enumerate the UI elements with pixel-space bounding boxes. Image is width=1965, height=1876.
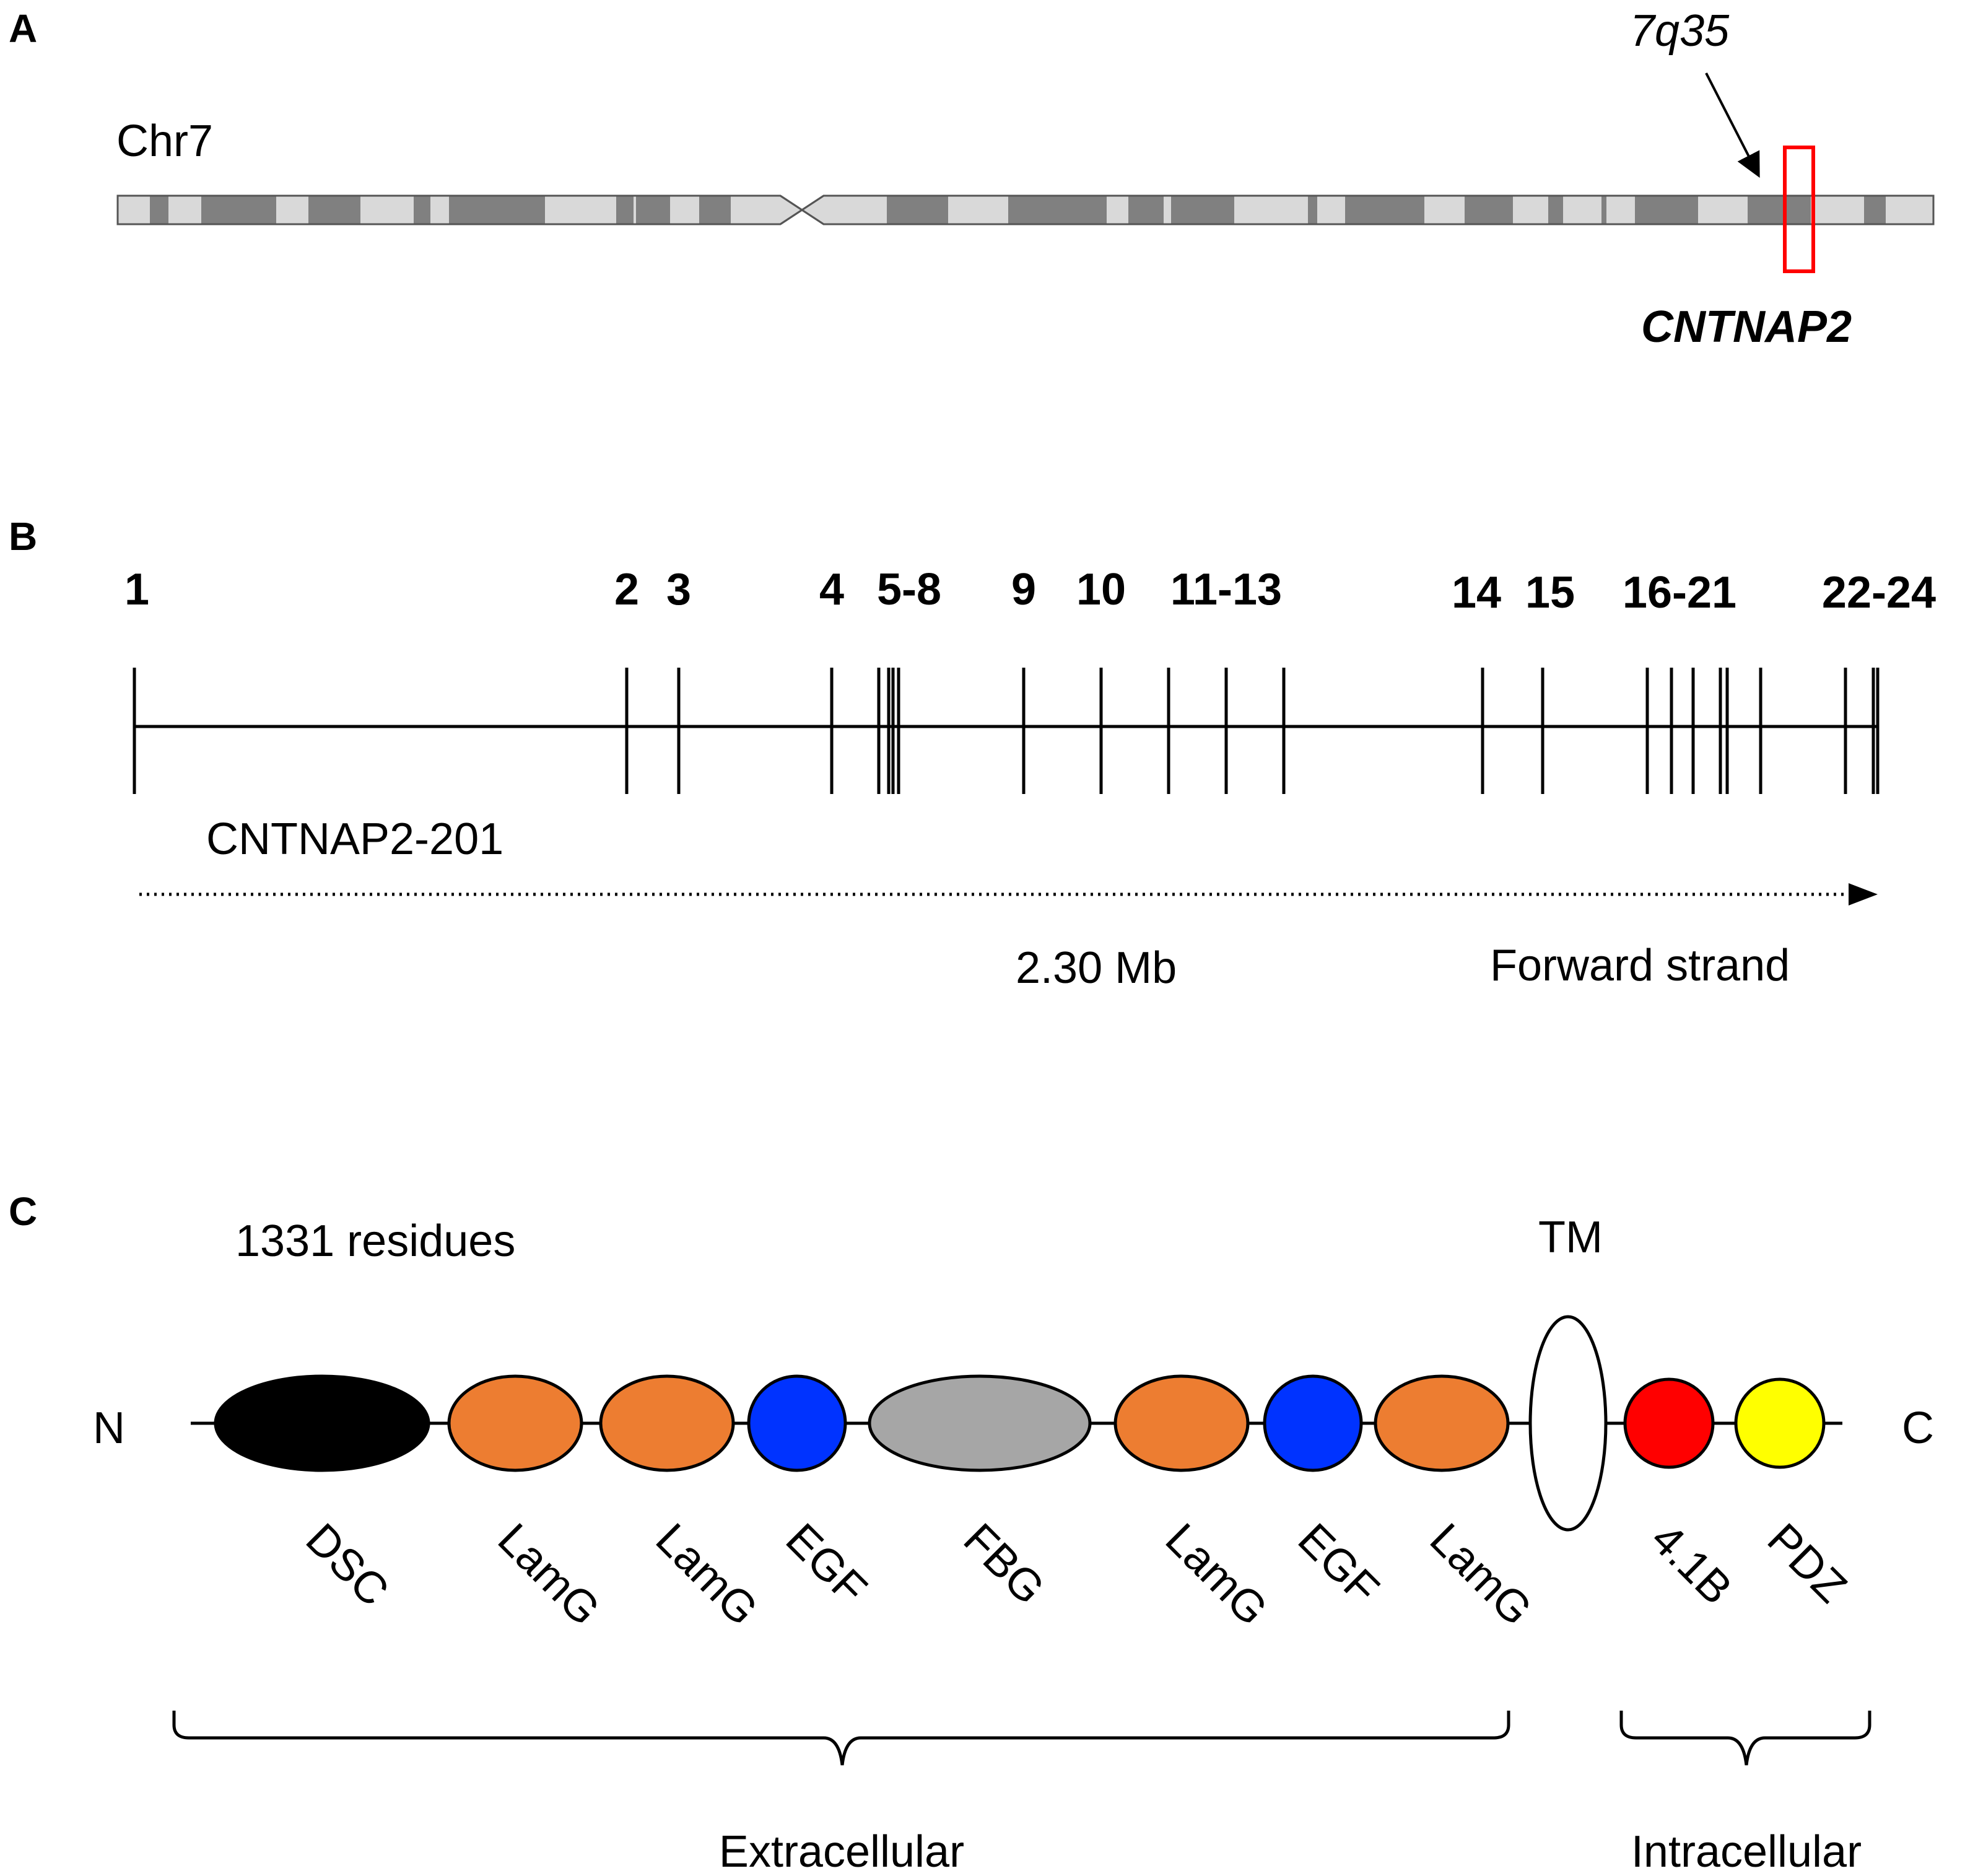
- domain-label: LamG: [1156, 1514, 1277, 1635]
- domain-fbg: [868, 1374, 1092, 1472]
- exon-group-label: 11-13: [1170, 565, 1282, 614]
- domain-label: 4.1B: [1642, 1514, 1741, 1614]
- exon-group-label: 22-24: [1822, 568, 1936, 617]
- gene-length-label: 2.30 Mb: [1016, 943, 1177, 993]
- panel-c-letter: C: [9, 1189, 37, 1234]
- band-pointer-arrow: [1705, 72, 1760, 178]
- domain-label: LamG: [647, 1514, 767, 1635]
- domain-lamg: [1113, 1374, 1250, 1472]
- domain-dsc: [214, 1374, 430, 1472]
- residues-label: 1331 residues: [235, 1216, 515, 1266]
- chromosome-outline: [116, 194, 1935, 225]
- intracellular-label: Intracellular: [1631, 1827, 1862, 1876]
- transcript-label: CNTNAP2-201: [206, 814, 503, 864]
- exon-group-label: 3: [666, 565, 691, 614]
- domain-shapes: [214, 1315, 1826, 1532]
- domain-tm: [1528, 1315, 1608, 1532]
- chromosome-band: [636, 196, 670, 224]
- exon-group-label: 1: [124, 565, 149, 614]
- gene-locus-box: [1783, 146, 1815, 273]
- domain-label: EGF: [777, 1514, 876, 1614]
- exon-group-label: 15: [1525, 568, 1575, 617]
- tm-label: TM: [1538, 1213, 1603, 1262]
- domain-label: LamG: [489, 1514, 609, 1635]
- domain-label: DSC: [297, 1514, 398, 1616]
- chromosome-band: [1128, 196, 1164, 224]
- chromosome-band: [449, 196, 545, 224]
- chromosome-label: Chr7: [116, 116, 213, 166]
- exon-group-label: 10: [1076, 565, 1126, 614]
- chromosome-band: [616, 196, 634, 224]
- exon-group-label: 2: [614, 565, 639, 614]
- chromosome-band: [1601, 196, 1606, 224]
- chromosome-band: [150, 196, 168, 224]
- chromosome-band: [1548, 196, 1563, 224]
- chromosome-band: [1345, 196, 1424, 224]
- panel-a-letter: A: [9, 6, 37, 51]
- chromosome-band: [1465, 196, 1513, 224]
- exon-number-labels: 1 2 3 4 5-8 9 10 11-13 14 15 16-21 22-24: [124, 565, 1936, 617]
- chromosome-band: [699, 196, 731, 224]
- gene-label: CNTNAP2: [1641, 302, 1852, 352]
- domain-egf: [1263, 1374, 1363, 1472]
- domain-lamg: [599, 1374, 735, 1472]
- chromosome-band: [308, 196, 360, 224]
- panel-b: B 1 2 3 4 5-8 9 10 11-13 14 15 16-21 22-…: [9, 514, 1936, 993]
- domain-label: PDZ: [1758, 1514, 1856, 1612]
- domain-label: EGF: [1289, 1514, 1388, 1614]
- exon-ticks: [133, 668, 1880, 794]
- chromosome-band: [887, 196, 948, 224]
- exon-group-label: 16-21: [1623, 568, 1736, 617]
- chromosome-band: [1308, 196, 1317, 224]
- chromosome-band: [1171, 196, 1234, 224]
- domain-labels: DSC LamG LamG EGF FBG LamG EGF LamG 4.1B…: [297, 1514, 1856, 1635]
- n-terminus-label: N: [93, 1403, 125, 1453]
- extracellular-label: Extracellular: [719, 1827, 964, 1876]
- chromosome-band: [201, 196, 276, 224]
- c-terminus-label: C: [1902, 1403, 1934, 1453]
- domain-lamg: [1374, 1374, 1510, 1472]
- panel-b-letter: B: [9, 514, 37, 559]
- chromosome-band: [1864, 196, 1886, 224]
- chromosome-band: [1008, 196, 1107, 224]
- strand-arrowhead: [1849, 883, 1878, 905]
- exon-group-label: 14: [1452, 568, 1501, 617]
- exon-group-label: 4: [819, 565, 844, 614]
- chromosome-band: [414, 196, 430, 224]
- chromosome-ideogram: [116, 194, 1935, 225]
- domain-egf: [747, 1374, 847, 1472]
- domain-lamg: [447, 1374, 583, 1472]
- strand-label: Forward strand: [1490, 941, 1790, 990]
- intracellular-brace: [1619, 1711, 1871, 1766]
- band-label: 7q35: [1630, 6, 1730, 56]
- domain-label: FBG: [954, 1514, 1054, 1614]
- domain-label: LamG: [1421, 1514, 1541, 1635]
- domain-4-1b: [1623, 1377, 1715, 1469]
- panel-a: A Chr7 7q35 CNTNAP2: [9, 6, 1935, 352]
- chromosome-band: [1635, 196, 1698, 224]
- panel-c: C 1331 residues TM N C DSC LamG LamG EGF…: [9, 1189, 1934, 1876]
- exon-group-label: 5-8: [877, 565, 941, 614]
- domain-pdz: [1734, 1377, 1826, 1469]
- exon-group-label: 9: [1011, 565, 1036, 614]
- extracellular-brace: [172, 1711, 1510, 1766]
- chromosome-band: [1748, 196, 1811, 224]
